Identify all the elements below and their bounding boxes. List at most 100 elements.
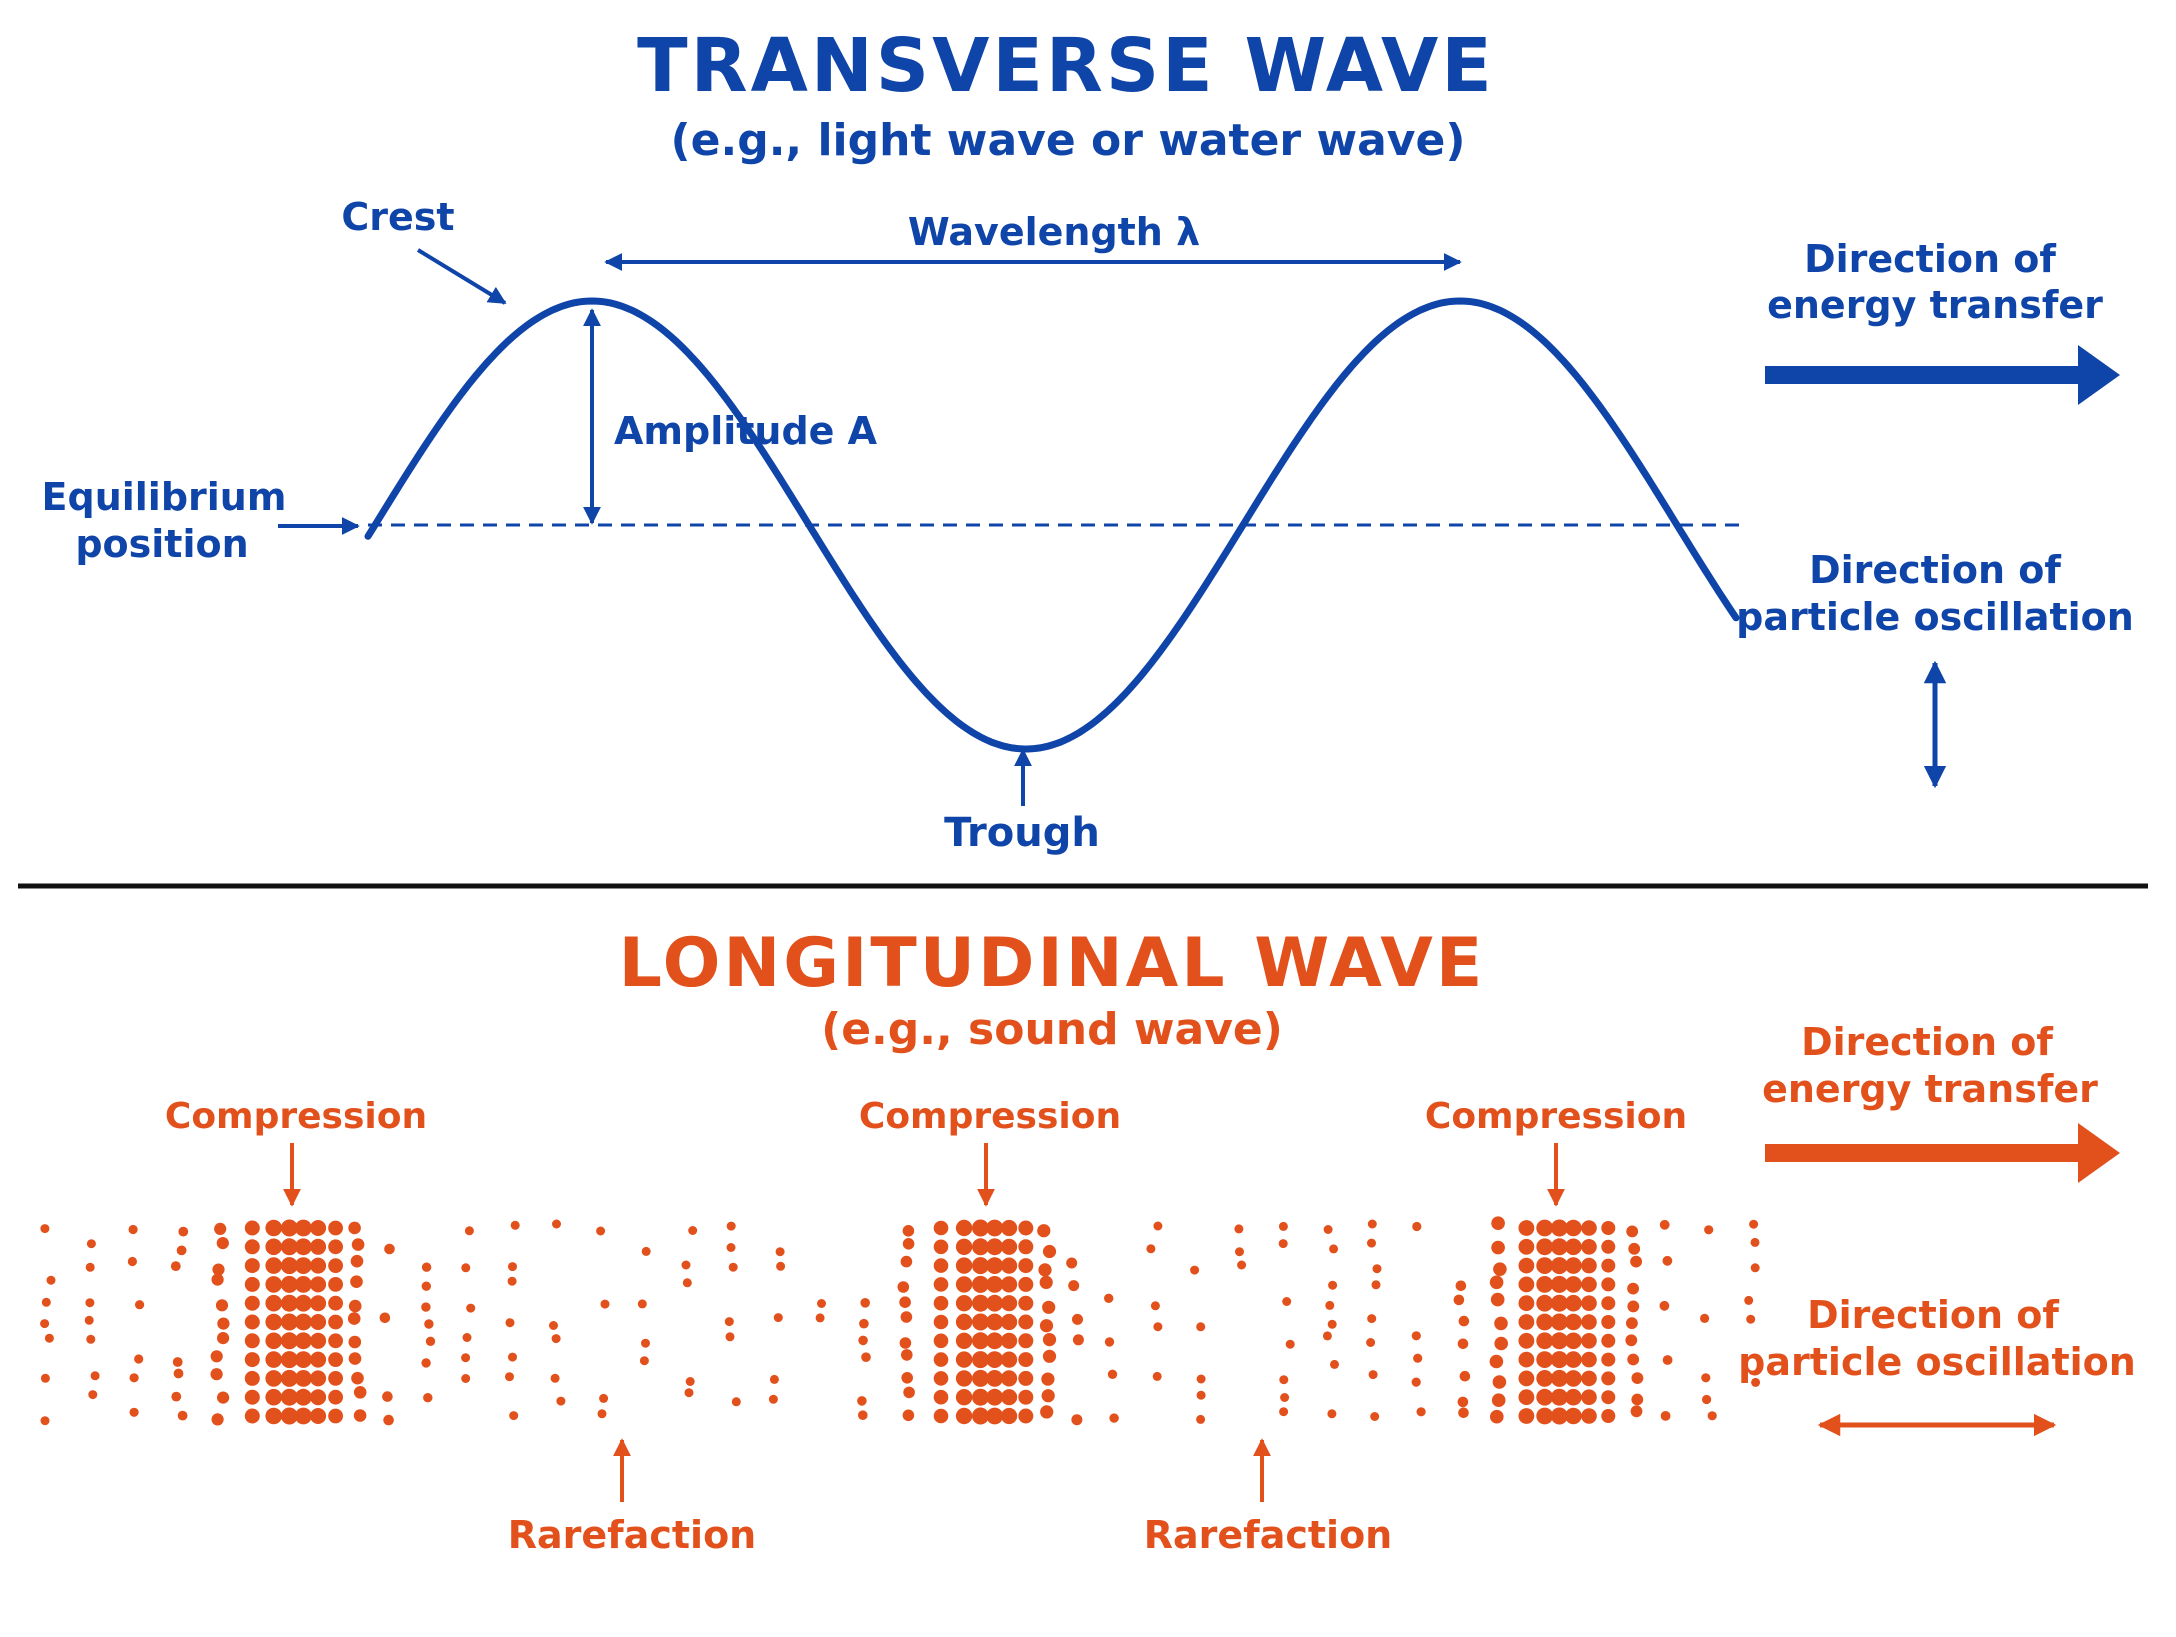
particle-dot (295, 1313, 312, 1331)
particle-dot (1042, 1244, 1057, 1259)
particle-dot (328, 1408, 343, 1424)
particle-dot (1458, 1407, 1469, 1419)
transverse-oscillation-label-line2: particle oscillation (1736, 595, 2134, 639)
particle-dot (1581, 1314, 1597, 1330)
particle-dot (265, 1257, 283, 1274)
particle-dot (972, 1219, 989, 1237)
particle-dot (1700, 1313, 1710, 1323)
particle-dot (295, 1276, 312, 1293)
particle-dot (955, 1257, 973, 1274)
compression-label-3: Compression (1425, 1096, 1687, 1137)
particle-dot (244, 1276, 260, 1292)
particle-dot (90, 1371, 100, 1381)
amplitude-label: Amplitude A (614, 409, 878, 453)
particle-dot (379, 1312, 391, 1324)
particle-dot (1234, 1224, 1244, 1234)
particle-dot (1662, 1255, 1673, 1266)
particle-dot (900, 1255, 913, 1268)
particle-dot (1279, 1375, 1289, 1385)
rarefaction-label-1: Rarefaction (508, 1513, 756, 1557)
particle-dot (217, 1391, 230, 1404)
longitudinal-oscillation-label-line1: Direction of (1807, 1293, 2059, 1337)
particle-dot (1601, 1277, 1616, 1292)
particle-dot (1068, 1280, 1080, 1292)
particle-dot (1196, 1374, 1206, 1384)
particle-dot (265, 1332, 283, 1350)
particle-dot (955, 1407, 973, 1425)
particle-dot (86, 1334, 96, 1344)
particle-dot (986, 1388, 1004, 1406)
particle-dot (1744, 1295, 1754, 1305)
particle-dot (310, 1295, 327, 1312)
particle-dot (1278, 1239, 1288, 1249)
particle-dot (1536, 1294, 1554, 1312)
particle-dot (688, 1226, 698, 1235)
particle-dot (508, 1262, 517, 1272)
particle-dot (1039, 1319, 1054, 1333)
particle-dot (40, 1224, 50, 1234)
particle-dot (244, 1295, 260, 1311)
particle-dot (1190, 1265, 1200, 1275)
particle-dot (328, 1389, 343, 1405)
particle-dot (1104, 1337, 1115, 1347)
particle-dot (1037, 1224, 1051, 1238)
particle-dot (461, 1353, 471, 1363)
particle-dot (328, 1258, 343, 1273)
particle-dot (599, 1393, 609, 1403)
particle-dot (1565, 1313, 1582, 1331)
particle-dot (328, 1239, 343, 1255)
particle-dot (1518, 1238, 1535, 1255)
particle-dot (1536, 1407, 1554, 1425)
particle-dot (972, 1257, 989, 1275)
particle-dot (933, 1352, 949, 1367)
particle-dot (1366, 1338, 1376, 1347)
particle-dot (972, 1275, 989, 1293)
particle-dot (1329, 1244, 1339, 1254)
particle-dot (1071, 1414, 1083, 1426)
particle-dot (1038, 1263, 1052, 1277)
particle-dot (1550, 1369, 1568, 1387)
particle-dot (1550, 1351, 1568, 1369)
particle-dot (901, 1372, 913, 1384)
particle-dot (1001, 1389, 1018, 1406)
equilibrium-label-line1: Equilibrium (42, 475, 287, 519)
longitudinal-oscillation-label-line2: particle oscillation (1738, 1340, 2136, 1384)
particle-dot (1630, 1405, 1643, 1418)
particle-dot (40, 1416, 50, 1426)
particle-dot (726, 1221, 736, 1231)
particle-dot (171, 1391, 182, 1402)
particle-dot (423, 1393, 433, 1403)
particle-dot (1518, 1408, 1535, 1424)
particle-dot (347, 1312, 361, 1325)
particle-dot (84, 1315, 94, 1325)
particle-dot (310, 1257, 327, 1274)
particle-dot (1196, 1414, 1206, 1424)
particle-dot (859, 1318, 869, 1329)
particle-dot (728, 1262, 738, 1272)
particle-dot (85, 1298, 95, 1308)
particle-dot (1565, 1332, 1582, 1350)
particle-dot (1536, 1332, 1554, 1350)
particle-dot (1550, 1332, 1568, 1350)
particle-dot (46, 1275, 56, 1285)
particle-dot (1751, 1377, 1761, 1387)
particle-dot (505, 1318, 515, 1328)
particle-dot (1550, 1238, 1568, 1256)
particle-dot (1628, 1242, 1641, 1255)
particle-dot (507, 1276, 517, 1286)
particle-dot (310, 1238, 327, 1255)
particle-dot (972, 1332, 989, 1350)
particle-dot (731, 1397, 741, 1407)
particle-dot (903, 1386, 915, 1399)
particle-dot (348, 1335, 362, 1349)
particle-dot (1701, 1373, 1711, 1383)
compression-label-2: Compression (859, 1096, 1121, 1137)
particle-dot (1041, 1372, 1055, 1386)
particle-dot (1601, 1221, 1616, 1235)
particle-dot (1581, 1389, 1597, 1405)
particle-dot (1412, 1221, 1422, 1232)
particle-dot (178, 1226, 189, 1237)
particle-dot (596, 1226, 606, 1236)
particle-dot (382, 1391, 393, 1402)
particle-dot (972, 1388, 989, 1406)
